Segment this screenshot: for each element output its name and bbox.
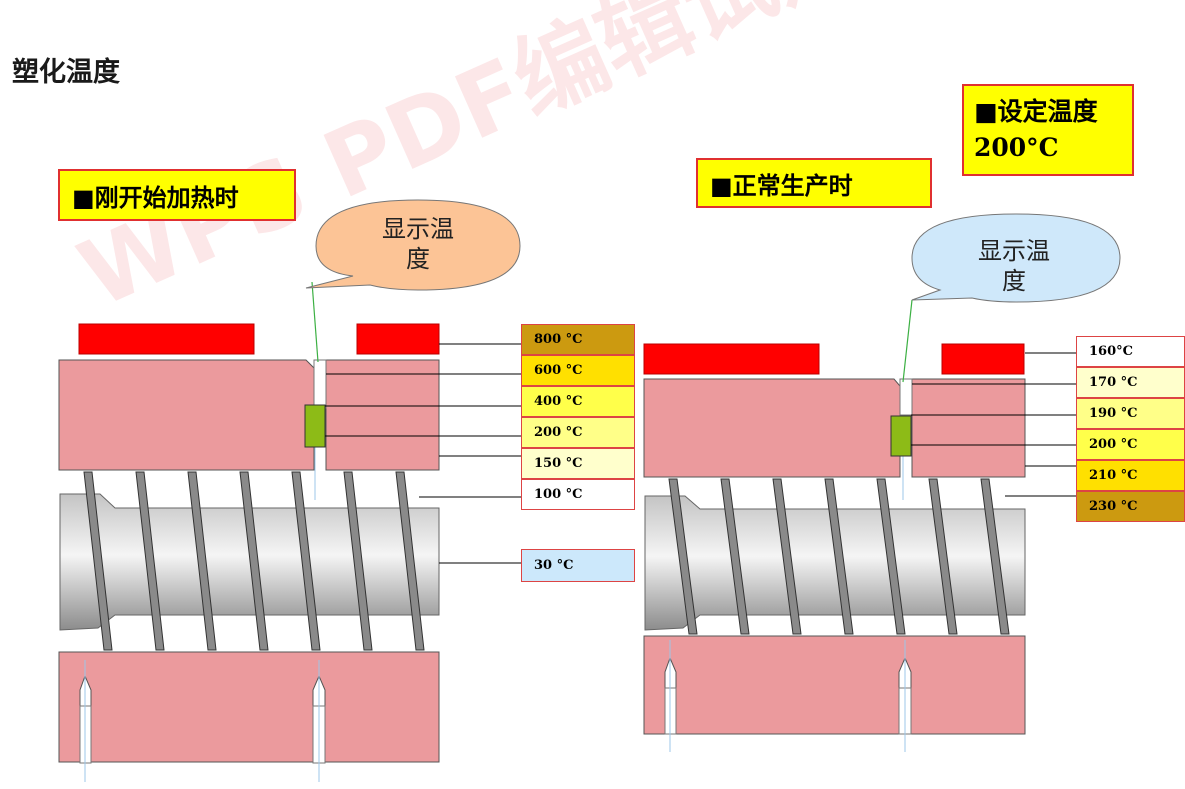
- heater-band-right-2: [941, 343, 1025, 375]
- screw-flights-right: [668, 478, 1010, 635]
- temperature-sensor-left: [304, 404, 326, 448]
- lower-probes-right: [664, 640, 912, 752]
- temp-box-left-2: 400 °C: [521, 386, 635, 417]
- temp-box-right-0: 160°C: [1076, 336, 1185, 367]
- right-phase-label: ■正常生产时: [696, 158, 932, 208]
- temperature-sensor-right: [890, 415, 912, 457]
- barrel-lower-left: [58, 651, 440, 763]
- temp-box-right-3: 200 °C: [1076, 429, 1185, 460]
- left-phase-label: ■刚开始加热时: [58, 169, 296, 221]
- temp-box-left-3: 200 °C: [521, 417, 635, 448]
- setpoint-label: ■设定温度 200°C: [962, 84, 1134, 176]
- heater-band-right-1: [643, 343, 820, 375]
- heater-band-left-2: [356, 323, 440, 355]
- temp-box-right-2: 190 °C: [1076, 398, 1185, 429]
- lower-probes-left: [79, 660, 326, 782]
- setpoint-label-line1: ■设定温度: [974, 97, 1098, 126]
- page-title: 塑化温度: [12, 57, 120, 88]
- heater-band-left-1: [78, 323, 255, 355]
- bubble-left-text: 显示温 度: [382, 215, 454, 273]
- sensor-well-right: [899, 378, 913, 416]
- bubble-left: [305, 199, 521, 291]
- screw-flights-left: [83, 471, 425, 651]
- temp-box-right-5: 230 °C: [1076, 491, 1185, 522]
- temp-box-right-1: 170 °C: [1076, 367, 1185, 398]
- temp-box-left-4: 150 °C: [521, 448, 635, 479]
- leader-lines-left: [325, 343, 521, 564]
- screw-temp-box-left: 30 °C: [521, 549, 635, 582]
- barrel-lower-right: [643, 635, 1026, 735]
- setpoint-value: 200°C: [974, 133, 1059, 162]
- temp-box-right-4: 210 °C: [1076, 460, 1185, 491]
- barrel-upper-right: [643, 378, 1026, 478]
- leader-lines-right: [911, 352, 1076, 497]
- bubble-right: [911, 213, 1121, 303]
- temp-box-left-5: 100 °C: [521, 479, 635, 510]
- temp-box-left-0: 800 °C: [521, 324, 635, 355]
- temp-box-left-1: 600 °C: [521, 355, 635, 386]
- bubble-right-text: 显示温 度: [978, 237, 1050, 295]
